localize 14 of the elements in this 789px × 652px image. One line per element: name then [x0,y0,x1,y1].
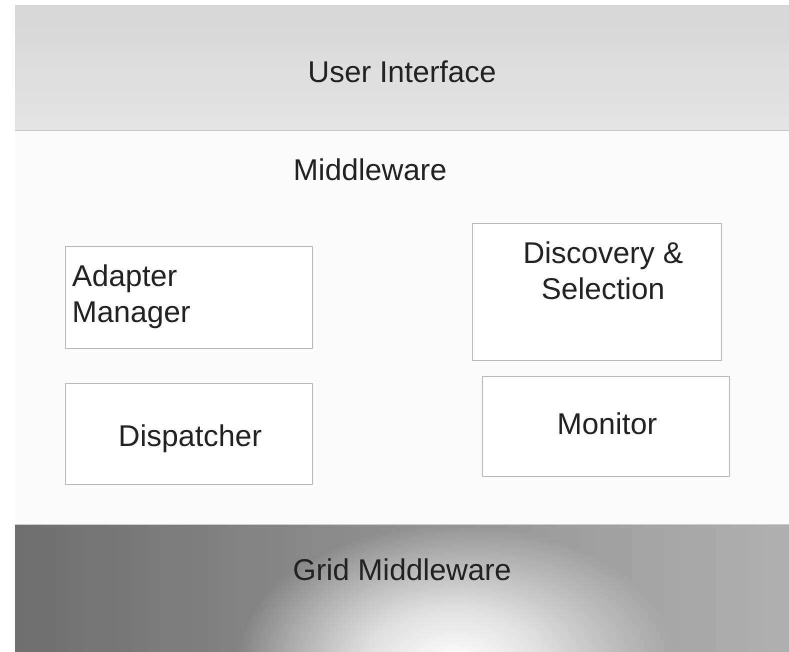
component-label: Adapter Manager [72,259,192,331]
layer-band [15,525,789,652]
layer-label: User Interface [306,55,498,91]
component-label: Monitor [556,407,658,443]
component-box [65,383,313,485]
layer-label: Grid Middleware [292,553,512,589]
layer-band [15,130,789,525]
component-box [472,223,722,361]
component-label: Dispatcher [117,419,263,455]
component-box [482,376,730,477]
component-box [65,246,313,349]
component-label: Discovery & Selection [522,236,684,308]
layer-label: Middleware [292,153,448,189]
layer-band [15,5,789,130]
